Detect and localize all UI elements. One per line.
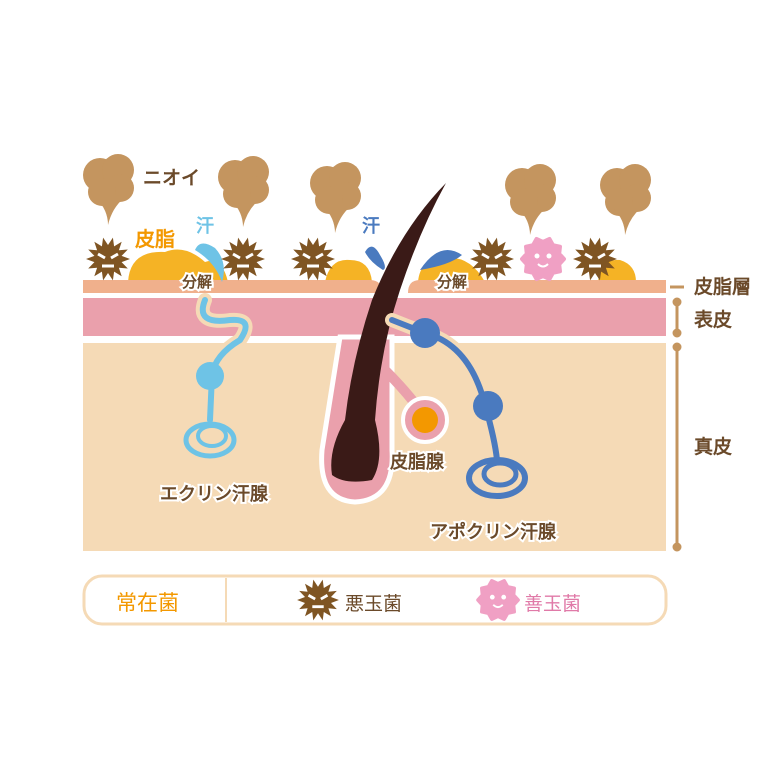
hair — [331, 183, 446, 482]
bacteria — [86, 237, 617, 281]
bad-bacteria-icon — [470, 237, 514, 281]
apocrine-label: アポクリン汗腺 — [430, 521, 557, 543]
odor-label: ニオイ — [143, 167, 200, 189]
bad-bacteria-icon — [86, 237, 130, 281]
sweat-drop-left — [195, 243, 224, 282]
eccrine-gland — [183, 293, 253, 459]
bad-bacteria-icon — [297, 579, 339, 621]
sweat-label-left: 汗 — [196, 215, 214, 237]
good-bacteria-icon — [520, 237, 566, 281]
bad-bacteria-icon — [221, 237, 265, 281]
legend-bad-label: 悪玉菌 — [345, 593, 402, 615]
odor-cloud-icon — [310, 162, 361, 233]
good-bacteria-icon — [476, 579, 520, 621]
odor-cloud-icon — [600, 164, 651, 235]
sweat-drop-right — [365, 246, 385, 270]
sebaceous-label: 皮脂腺 — [390, 451, 445, 473]
odor-cloud-icon — [218, 156, 269, 227]
eccrine-label: エクリン汗腺 — [160, 483, 269, 505]
bad-bacteria-icon — [573, 237, 617, 281]
sebum-layer — [83, 280, 666, 293]
decompose-label-right: 分解 — [437, 273, 467, 291]
bad-bacteria-icon — [297, 579, 339, 621]
legend: 常在菌 悪玉菌 善玉菌 — [82, 574, 668, 626]
sweat-label-right: 汗 — [362, 215, 380, 237]
sebum-label: 皮脂 — [135, 227, 175, 251]
decompose-label-left: 分解 — [182, 273, 212, 291]
odor-cloud-icon — [505, 164, 556, 235]
bad-bacteria-icon — [291, 237, 335, 281]
good-bacteria-icon — [476, 579, 520, 621]
dermis-label: 真皮 — [694, 435, 732, 458]
odor-cloud-icon — [83, 154, 134, 225]
sebum-layer-label: 皮脂層 — [694, 275, 751, 298]
layer-scale — [670, 285, 684, 552]
legend-title: 常在菌 — [116, 591, 179, 615]
odor-clouds — [83, 154, 651, 235]
epidermis-label: 表皮 — [694, 308, 732, 331]
legend-good-label: 善玉菌 — [524, 593, 581, 615]
apocrine-gland — [385, 313, 528, 499]
